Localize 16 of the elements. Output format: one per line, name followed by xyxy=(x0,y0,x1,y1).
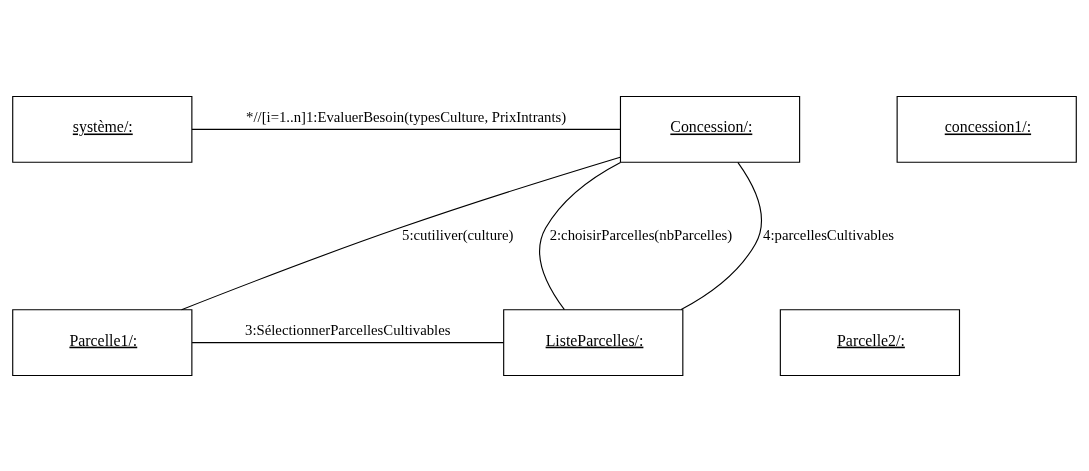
node-box: Concession/: xyxy=(619,95,801,163)
connector xyxy=(680,161,762,310)
connector xyxy=(191,128,621,130)
node-box: Parcelle2/: xyxy=(779,308,961,376)
connector xyxy=(539,161,622,310)
edge-label: 2:choisirParcelles(nbParcelles) xyxy=(549,226,733,243)
connector xyxy=(181,156,621,310)
connector xyxy=(191,341,505,343)
node-box: concession1/: xyxy=(896,95,1077,163)
edge-label: 3:SélectionnerParcellesCultivables xyxy=(245,321,451,338)
edge-label: 5:cutiliver(culture) xyxy=(402,226,514,243)
node-box: ListeParcelles/: xyxy=(503,308,684,376)
edge-label: 4:parcellesCultivables xyxy=(763,226,894,243)
edge-label: *//[i=1..n]1:EvaluerBesoin(typesCulture, PrixIntrants) xyxy=(246,108,567,125)
node-box: Parcelle1/: xyxy=(12,308,193,376)
node-box: système/: xyxy=(12,95,193,163)
